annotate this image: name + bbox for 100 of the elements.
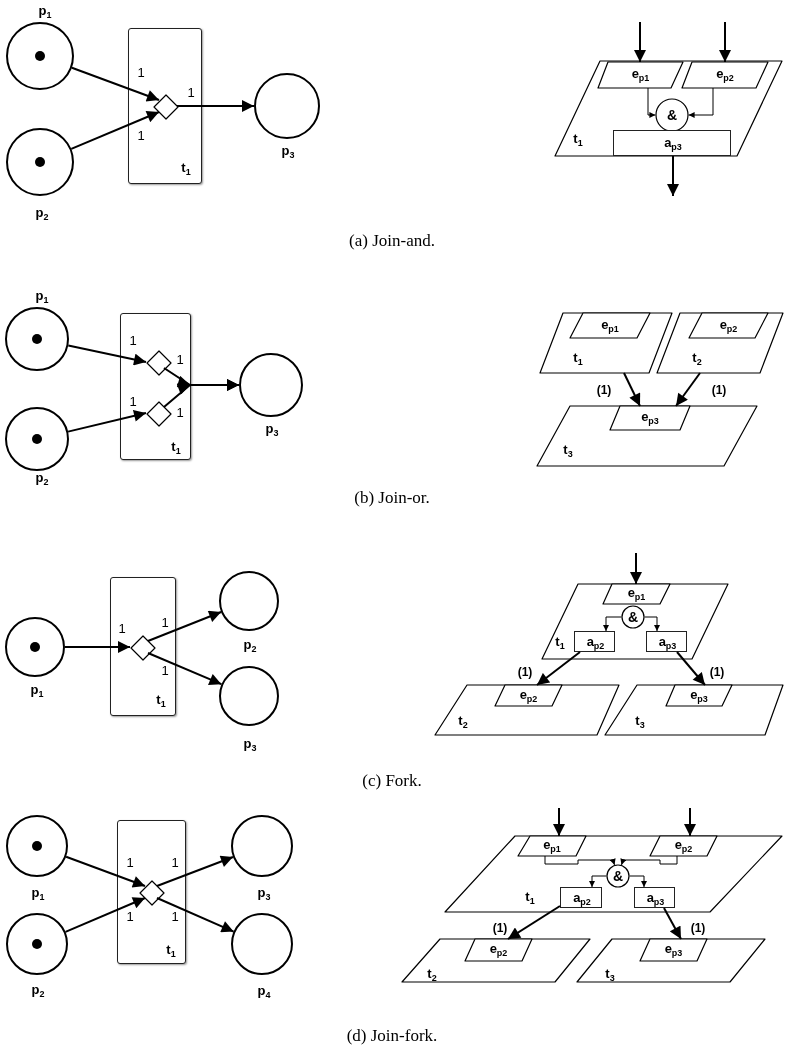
transition-label: t$_{1}$ [525,890,535,906]
event-label: e$_{p1}$ [627,586,646,602]
edge-label: (1) [491,922,509,934]
action-box [634,887,675,908]
event-label: e$_{p2}$ [719,317,738,334]
arc-weight: 1 [171,909,179,923]
operator-label: & [612,869,624,883]
transition-box [128,28,202,184]
transition-label: t$_{1}$ [156,693,166,709]
event-label: e$_{p3}$ [664,942,683,958]
subfigure-caption: (c) Fork. [362,771,422,789]
arrow [667,155,679,197]
subfigure-caption: (a) Join-and. [349,231,435,249]
place-label: p$_{3}$ [281,144,295,160]
transition-box [117,820,186,964]
arrow [70,66,160,102]
arrow [507,905,561,940]
transition-label: t$_{2}$ [692,351,702,367]
arrow [620,855,678,866]
arrow [64,897,146,933]
place-label: p$_{1}$ [38,4,52,20]
arrow [147,610,223,642]
arc-weight: 1 [137,65,145,79]
place-label: p$_{4}$ [257,984,271,1000]
arrow [719,21,731,63]
arrow [675,372,701,407]
action-box [613,130,731,156]
transition-label: t$_{1}$ [573,351,583,367]
transition-label: t$_{2}$ [427,967,437,983]
arrow [629,875,647,888]
place-label: p$_{1}$ [35,289,49,305]
event-label: e$_{p1}$ [543,838,561,854]
transition-label: t$_{1}$ [573,132,583,148]
action-label: a$_{p2}$ [586,634,605,651]
action-label: a$_{p2}$ [573,890,591,907]
arc-weight: 1 [129,394,137,408]
arrow [644,616,660,632]
transition-label: t$_{2}$ [458,714,468,730]
transition-label: t$_{3}$ [563,443,573,459]
arc-weight: 1 [129,333,137,347]
arrow [176,100,255,112]
arrow [603,616,622,632]
operator-label: & [627,610,639,624]
arrow [553,807,565,837]
place-label: p$_{2}$ [31,983,45,999]
arc-weight: 1 [171,855,179,869]
event-label: e$_{p2}$ [519,687,538,704]
subfigure-caption: (b) Join-or. [354,488,430,506]
arrow [156,897,235,933]
edge-label: (1) [708,666,726,678]
arrow [684,807,696,837]
action-label: a$_{p3}$ [646,890,665,907]
arrow [647,87,656,118]
transition-label: t$_{1}$ [555,635,565,651]
edge-label: (1) [689,922,707,934]
place-label: p$_{3}$ [265,422,279,438]
arrow [163,379,240,408]
transition-label: t$_{1}$ [166,943,176,959]
arrow [630,552,642,585]
event-label: e$_{p1}$ [631,67,650,83]
transition-box [120,313,191,460]
arc-weight: 1 [161,615,169,629]
event-label: e$_{p1}$ [601,317,619,334]
event-label: e$_{p3}$ [690,687,708,704]
arrow [147,652,223,686]
transition-label: t$_{3}$ [635,714,645,730]
arrow [663,907,682,940]
place-label: p$_{3}$ [257,886,271,902]
arrow [623,372,641,407]
transition-label: t$_{1}$ [171,440,181,456]
action-box [574,631,615,652]
arc-weight: 1 [126,855,134,869]
edge-label: (1) [710,384,728,396]
arrow [544,855,616,866]
event-label: e$_{p3}$ [641,410,659,426]
place-label: p$_{2}$ [35,206,49,222]
edge-label: (1) [516,666,534,678]
action-box [560,887,602,908]
arrow [688,87,714,118]
arc-weight: 1 [118,621,126,635]
event-label: e$_{p2}$ [674,838,693,854]
operator-label: & [666,108,678,122]
arc-weight: 1 [176,405,184,419]
arrow [634,21,646,63]
arrow [70,111,160,150]
arrow [67,344,147,366]
arrow [589,875,607,888]
event-label: e$_{p2}$ [489,942,508,958]
place-label: p$_{2}$ [243,638,257,654]
arc-weight: 1 [176,352,184,366]
edge-label: (1) [595,384,613,396]
action-label: a$_{p3}$ [658,634,677,651]
action-box [646,631,687,652]
place-label: p$_{1}$ [30,683,44,699]
arrow [156,855,234,887]
arc-weight: 1 [187,85,195,99]
transition-label: t$_{3}$ [605,967,615,983]
subfigure-caption: (d) Join-fork. [346,1026,438,1044]
arrow [67,409,147,433]
event-label: e$_{p2}$ [716,67,734,83]
